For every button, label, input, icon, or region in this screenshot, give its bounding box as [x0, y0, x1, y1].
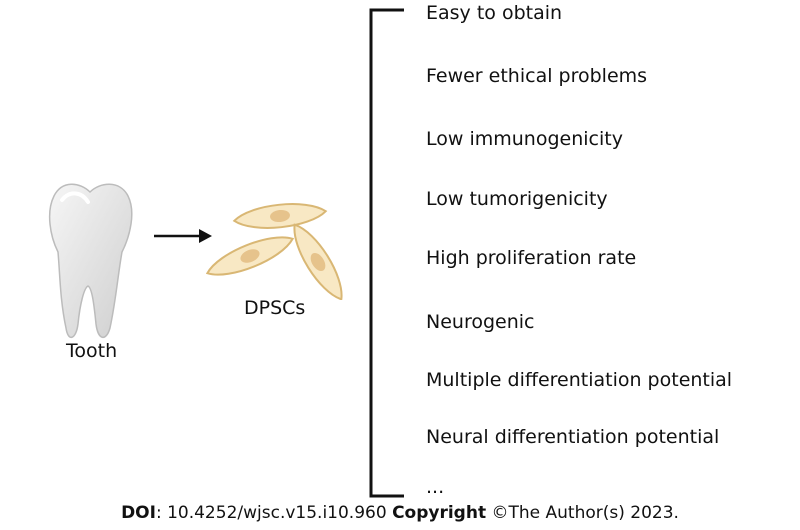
advantage-item: Neurogenic	[426, 311, 535, 333]
bracket	[369, 8, 404, 498]
dpsc-cells-illustration	[205, 203, 343, 300]
tooth-icon	[48, 183, 133, 338]
dpscs-label: DPSCs	[244, 297, 306, 319]
copyright-label: Copyright	[392, 503, 487, 523]
advantage-item: ...	[426, 476, 445, 498]
stem-cell	[232, 203, 328, 229]
advantage-item: Neural differentiation potential	[426, 426, 720, 448]
advantage-item: Low immunogenicity	[426, 128, 623, 150]
tooth-label: Tooth	[66, 340, 118, 362]
advantage-item: Low tumorigenicity	[426, 188, 608, 210]
stem-cell	[205, 236, 295, 276]
advantage-item: Multiple differentiation potential	[426, 369, 733, 391]
advantage-item: Easy to obtain	[426, 2, 563, 24]
stem-cell	[293, 223, 343, 300]
copyright-value: ©The Author(s) 2023.	[491, 503, 679, 523]
citation-footer: DOI: 10.4252/wjsc.v15.i10.960 Copyright …	[0, 505, 800, 522]
advantage-item: Fewer ethical problems	[426, 65, 648, 87]
advantage-item: High proliferation rate	[426, 247, 637, 269]
arrow-right-icon	[154, 229, 212, 243]
doi-value: : 10.4252/wjsc.v15.i10.960	[155, 503, 387, 523]
doi-label: DOI	[121, 503, 156, 523]
